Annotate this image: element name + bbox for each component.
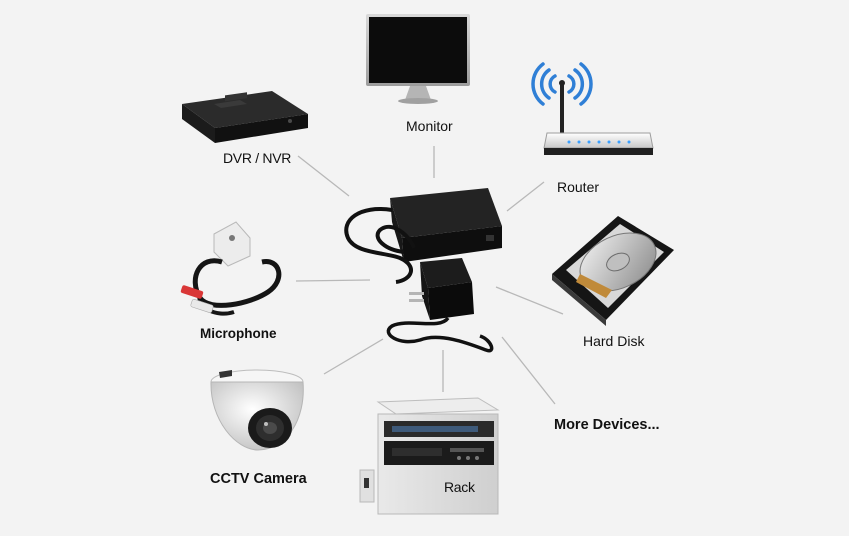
rack-device	[359, 397, 500, 515]
line-cctv	[323, 338, 384, 375]
label-cctv-camera: CCTV Camera	[210, 471, 307, 487]
line-microphone	[295, 279, 371, 282]
label-more-devices: More Devices...	[554, 417, 660, 433]
wifi-signal-icon	[531, 62, 593, 106]
line-more	[501, 336, 556, 405]
line-dvr	[297, 155, 350, 197]
hard-disk-device	[552, 216, 674, 326]
label-rack: Rack	[444, 479, 475, 495]
cctv-camera-device	[210, 369, 304, 451]
label-router: Router	[557, 179, 600, 195]
dvr-device	[182, 91, 308, 143]
label-hard-disk: Hard Disk	[583, 333, 645, 349]
monitor-device	[366, 14, 470, 104]
line-router	[506, 181, 545, 212]
power-adapter-small	[386, 258, 494, 353]
power-adapter-large	[344, 188, 502, 284]
router-device	[531, 62, 654, 155]
label-monitor: Monitor	[406, 118, 453, 134]
label-dvr-nvr: DVR / NVR	[223, 150, 292, 166]
line-harddisk	[495, 286, 564, 315]
connector-lines	[295, 146, 564, 405]
label-microphone: Microphone	[200, 326, 277, 341]
microphone-device	[180, 221, 282, 316]
